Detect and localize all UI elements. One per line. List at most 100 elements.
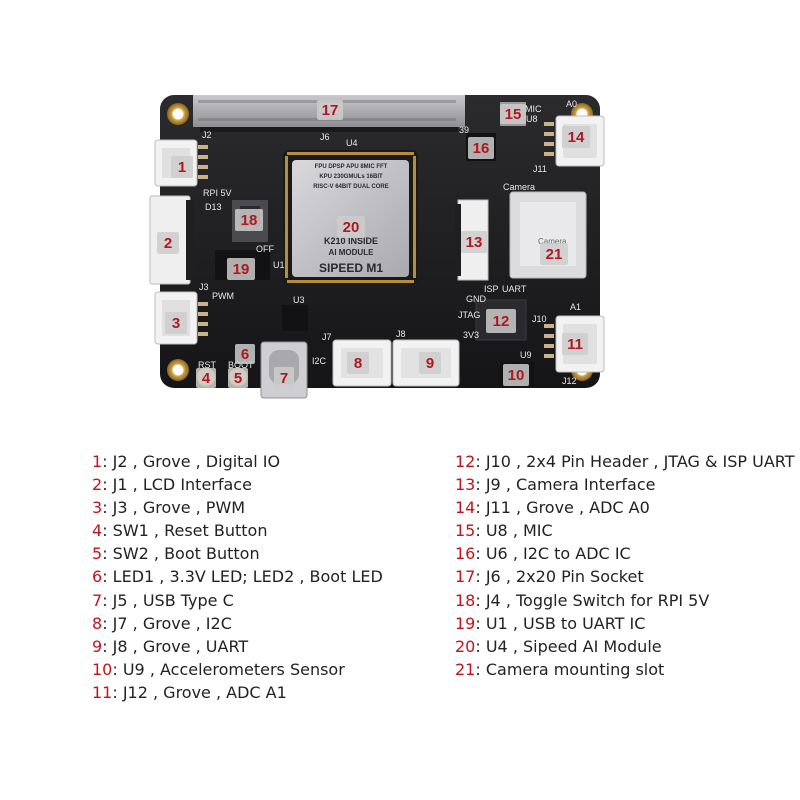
legend-item: 8: J7 , Grove , I2C [92, 612, 383, 635]
legend-item: 20: U4 , Sipeed AI Module [455, 635, 795, 658]
label-3v3: 3V3 [463, 330, 479, 340]
callout-8: 8 [347, 352, 369, 374]
label-u1: U1 [273, 260, 285, 270]
label-boot: BOOT [228, 360, 254, 370]
legend-item: 15: U8 , MIC [455, 519, 795, 542]
callout-14: 14 [562, 126, 590, 148]
label-rpi5v: RPI 5V [203, 188, 232, 198]
legend-item: 19: U1 , USB to UART IC [455, 612, 795, 635]
legend-description: : U8 , MIC [475, 521, 553, 541]
callout-15: 15 [500, 104, 526, 124]
legend-description: : SW2 , Boot Button [102, 544, 260, 564]
legend-number: 16 [455, 544, 476, 564]
legend-description: : J6 , 2x20 Pin Socket [475, 567, 644, 587]
callout-20: 20 [337, 216, 365, 238]
legend-number: 14 [455, 498, 476, 518]
legend-item: 3: J3 , Grove , PWM [92, 496, 383, 519]
legend-number: 13 [455, 475, 476, 495]
label-j6: J6 [320, 132, 330, 142]
legend-item: 16: U6 , I2C to ADC IC [455, 542, 795, 565]
label-i2c: I2C [312, 356, 327, 366]
legend-item: 4: SW1 , Reset Button [92, 519, 383, 542]
legend-item: 21: Camera mounting slot [455, 658, 795, 681]
label-u8: U8 [526, 114, 538, 124]
callout-4: 4 [196, 368, 216, 388]
callout-16: 16 [468, 137, 494, 159]
label-off: OFF [256, 244, 274, 254]
callout-18: 18 [235, 209, 263, 231]
callout-12: 12 [486, 309, 516, 333]
component-legend: 1: J2 , Grove , Digital IO 2: J1 , LCD In… [0, 450, 800, 710]
callout-5: 5 [228, 368, 248, 388]
legend-description: : Camera mounting slot [475, 659, 665, 679]
legend-item: 14: J11 , Grove , ADC A0 [455, 496, 795, 519]
legend-number: 11 [92, 682, 113, 702]
legend-item: 12: J10 , 2x4 Pin Header , JTAG & ISP UA… [455, 450, 795, 473]
callout-10: 10 [503, 364, 529, 386]
label-j12: J12 [562, 376, 577, 386]
label-j2: J2 [202, 130, 212, 140]
callout-21: 21 [540, 243, 568, 265]
module-text: FPU DPSP APU 8MIC FFT [315, 164, 388, 170]
legend-description: : J2 , Grove , Digital IO [102, 452, 281, 471]
legend-description: : J12 , Grove , ADC A1 [112, 682, 287, 702]
legend-description: : LED1 , 3.3V LED; LED2 , Boot LED [102, 567, 383, 587]
mount-hole [167, 359, 189, 381]
legend-item: 18: J4 , Toggle Switch for RPI 5V [455, 589, 795, 612]
callout-6: 6 [235, 344, 255, 364]
legend-item: 17: J6 , 2x20 Pin Socket [455, 565, 795, 588]
legend-description: : J11 , Grove , ADC A0 [475, 498, 650, 518]
legend-description: : J8 , Grove , UART [102, 636, 249, 656]
legend-number: 1 [92, 452, 103, 471]
board-photo: J2 J6 U4 39 RPI 5V D13 OFF U1 J3 PWM U3 … [149, 95, 605, 399]
module-text: K210 INSIDE [324, 236, 378, 246]
module-text: SIPEED M1 [319, 261, 383, 275]
legend-item: 11: J12 , Grove , ADC A1 [92, 681, 383, 704]
legend-right-column: 12: J10 , 2x4 Pin Header , JTAG & ISP UA… [455, 450, 795, 681]
legend-number: 8 [92, 613, 103, 633]
legend-number: 6 [92, 567, 103, 587]
label-jtag: JTAG [458, 310, 480, 320]
legend-description: : U6 , I2C to ADC IC [475, 544, 631, 564]
label-u4: U4 [346, 138, 358, 148]
legend-item: 9: J8 , Grove , UART [92, 635, 383, 658]
label-j11: J11 [533, 164, 547, 174]
legend-description: : U1 , USB to UART IC [475, 613, 646, 633]
mount-hole [167, 103, 189, 125]
module-text: KPU 230GMULs 16BIT [319, 174, 383, 180]
callout-3: 3 [165, 312, 187, 334]
callout-7: 7 [274, 367, 294, 389]
callout-19: 19 [227, 258, 255, 280]
callout-13: 13 [461, 231, 487, 253]
legend-description: : J4 , Toggle Switch for RPI 5V [475, 590, 710, 610]
legend-item: 7: J5 , USB Type C [92, 589, 383, 612]
label-j10: J10 [532, 314, 547, 324]
label-pin39: 39 [459, 125, 469, 135]
legend-item: 13: J9 , Camera Interface [455, 473, 795, 496]
legend-number: 3 [92, 498, 103, 518]
legend-number: 10 [92, 659, 113, 679]
legend-number: 12 [455, 452, 476, 471]
legend-number: 18 [455, 590, 476, 610]
label-j3: J3 [199, 282, 209, 292]
legend-item: 2: J1 , LCD Interface [92, 473, 383, 496]
callout-11: 11 [562, 333, 588, 355]
board-illustration: J2 J6 U4 39 RPI 5V D13 OFF U1 J3 PWM U3 … [149, 95, 605, 399]
label-u9: U9 [520, 350, 532, 360]
label-u3: U3 [293, 295, 305, 305]
legend-number: 4 [92, 521, 103, 541]
legend-description: : U4 , Sipeed AI Module [475, 636, 662, 656]
pin-row [200, 127, 458, 132]
legend-description: : J9 , Camera Interface [475, 475, 656, 495]
legend-number: 21 [455, 659, 476, 679]
module-text: RISC-V 64BIT DUAL CORE [313, 184, 389, 190]
label-rst: RST [198, 360, 217, 370]
legend-number: 17 [455, 567, 476, 587]
callout-2: 2 [157, 232, 179, 254]
legend-item: 5: SW2 , Boot Button [92, 542, 383, 565]
legend-number: 19 [455, 613, 476, 633]
label-a0: A0 [566, 99, 577, 109]
legend-description: : J5 , USB Type C [102, 590, 234, 610]
legend-description: : J1 , LCD Interface [102, 475, 252, 495]
legend-description: : J10 , 2x4 Pin Header , JTAG & ISP UART [475, 452, 795, 471]
